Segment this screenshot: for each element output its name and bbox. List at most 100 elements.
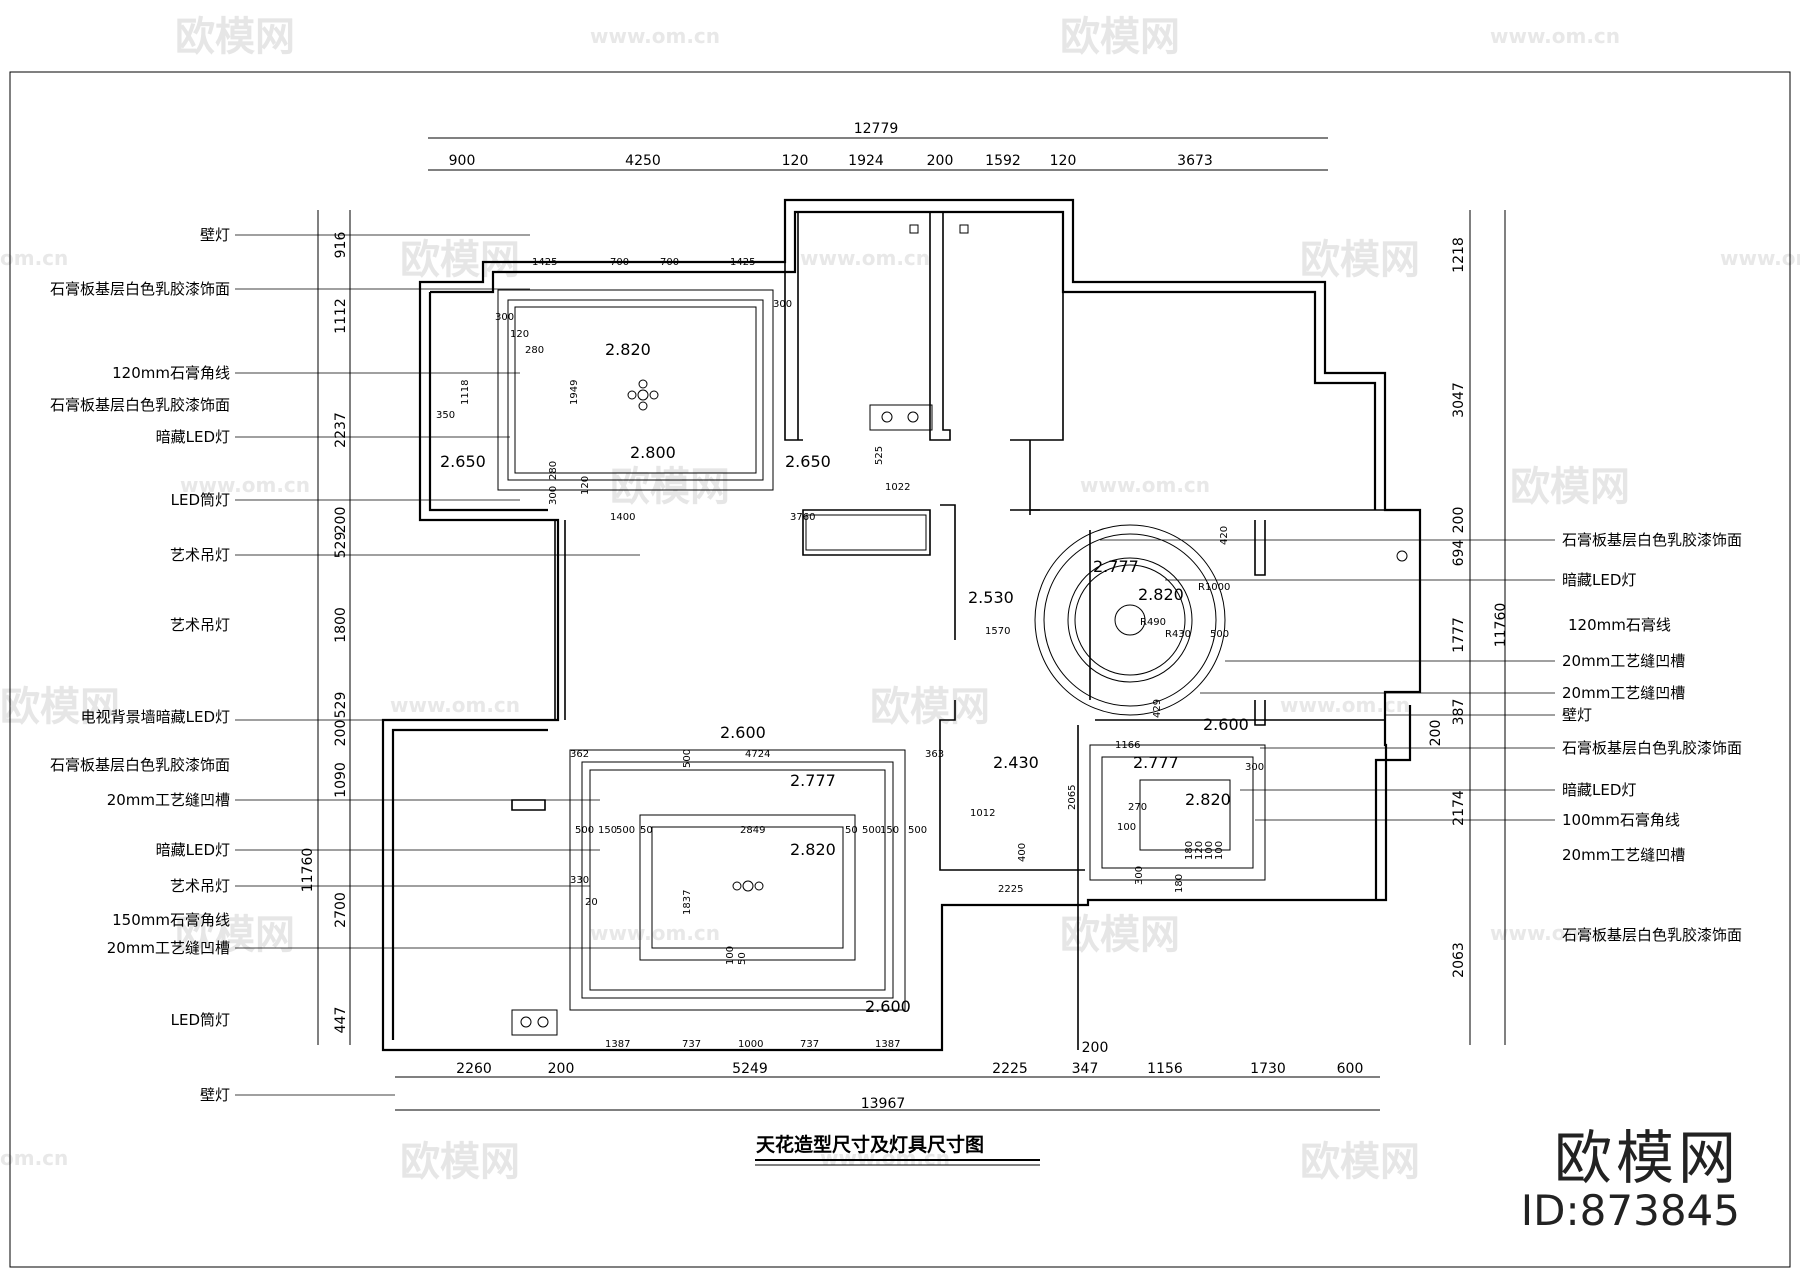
ceiling-level: 2.820 — [1185, 790, 1231, 809]
watermark-logo-row-3: 欧模网 欧模网 www.om.cn www.om.cn — [180, 464, 1630, 510]
ceiling-level: 2.800 — [630, 443, 676, 462]
label-gypsum-cornice: 150mm石膏角线 — [112, 911, 230, 929]
watermark-logo: 欧模网 — [175, 14, 295, 60]
dimension: 200 — [548, 1061, 575, 1077]
dimension: 300 — [495, 312, 514, 323]
dimension: 1425 — [532, 257, 557, 268]
dimension: 429 — [1152, 699, 1163, 718]
dimension: 500 — [862, 825, 881, 836]
dimension-total: 11760 — [300, 848, 316, 893]
dimension: 3047 — [1451, 382, 1467, 418]
label-hidden-led: 暗藏LED灯 — [156, 428, 230, 446]
label-wall-lamp: 壁灯 — [1562, 706, 1592, 724]
dimension: R430 — [1165, 629, 1191, 640]
label-groove: 20mm工艺缝凹槽 — [1562, 846, 1685, 864]
watermark-logo-row-6: 欧模网 欧模网 www.om.cn om.cn — [0, 1139, 1420, 1185]
watermark-url: www.om.cn — [590, 24, 720, 48]
ceiling-level: 2.600 — [720, 723, 766, 742]
downlight-icon — [909, 224, 919, 234]
label-gypsum-finish: 石膏板基层白色乳胶漆饰面 — [50, 396, 230, 414]
brand-id: ID:873845 — [1520, 1185, 1740, 1235]
dimension: 200 — [1451, 507, 1467, 534]
dimension: 1837 — [682, 890, 693, 915]
label-gypsum-cornice: 120mm石膏角线 — [112, 364, 230, 382]
dimension: 500 — [682, 749, 693, 768]
label-gypsum-finish: 石膏板基层白色乳胶漆饰面 — [1562, 739, 1742, 757]
ceiling-level: 2.820 — [790, 840, 836, 859]
watermark-url: www.om.cn — [180, 473, 310, 497]
watermark-logo-row-2: 欧模网 欧模网 www.om.cn www.om.cn om.cn — [0, 237, 1800, 283]
dimension: 600 — [1337, 1061, 1364, 1077]
dimension: 420 — [1219, 526, 1230, 545]
watermark-logo: 欧模网 — [175, 912, 295, 958]
wall-lamp-icon — [1396, 550, 1408, 562]
dimension: 350 — [436, 410, 455, 421]
dimension: 700 — [610, 257, 629, 268]
dimension: 120 — [1194, 841, 1205, 860]
label-gypsum-finish: 石膏板基层白色乳胶漆饰面 — [1562, 926, 1742, 944]
dimension: 1000 — [738, 1039, 763, 1050]
dimension: 180 — [1184, 841, 1195, 860]
dimension: 120 — [510, 329, 529, 340]
dimension: 529 — [333, 692, 349, 719]
label-hidden-led: 暗藏LED灯 — [1562, 781, 1636, 799]
ceiling-level: 2.650 — [440, 452, 486, 471]
dimension: R1000 — [1198, 582, 1230, 593]
dimension: 4250 — [625, 153, 661, 169]
label-hidden-led: 暗藏LED灯 — [156, 841, 230, 859]
dimension: 1112 — [333, 298, 349, 334]
dimension: 1022 — [885, 482, 910, 493]
dimension: 200 — [1082, 1040, 1109, 1056]
label-groove: 20mm工艺缝凹槽 — [1562, 652, 1685, 670]
leader-lines — [235, 234, 1555, 1096]
dimension: 100 — [1214, 841, 1225, 860]
watermark-url: om.cn — [0, 1146, 68, 1170]
drawing-frame — [9, 71, 1791, 1268]
dimension: 1387 — [605, 1039, 630, 1050]
dimension: 150 — [880, 825, 899, 836]
dimension: 50 — [845, 825, 858, 836]
watermark-logo: 欧模网 — [0, 684, 120, 730]
dimension: 280 — [548, 461, 559, 480]
dimension: 694 — [1451, 540, 1467, 567]
dimension-total: 13967 — [861, 1096, 906, 1112]
label-art-pendant: 艺术吊灯 — [170, 616, 230, 634]
sink-icon — [869, 404, 933, 431]
left-annotation-labels: 壁灯 石膏板基层白色乳胶漆饰面 120mm石膏角线 石膏板基层白色乳胶漆饰面 暗… — [50, 226, 230, 1104]
watermark-logo-row-5: 欧模网 欧模网 www.om.cn www.om.cn — [175, 912, 1620, 958]
dimension: 529 — [333, 532, 349, 559]
watermark-layer: 欧模网 欧模网 www.om.cn www.om.cn 欧模网 欧模网 www.… — [0, 14, 1800, 1185]
watermark-url: om.cn — [0, 246, 68, 270]
watermark-logo: 欧模网 — [400, 237, 520, 283]
label-led-downlight: LED筒灯 — [171, 1011, 230, 1029]
dimension: 500 — [1210, 629, 1229, 640]
watermark-url: www.om.cn — [1490, 24, 1620, 48]
dimension: 2174 — [1451, 790, 1467, 826]
watermark-url: www.om.cn — [1490, 921, 1620, 945]
exterior-walls — [381, 198, 1422, 1052]
dimension: 300 — [548, 486, 559, 505]
label-gypsum-finish: 石膏板基层白色乳胶漆饰面 — [1562, 531, 1742, 549]
dimension: 362 — [570, 749, 589, 760]
dimension: 4724 — [745, 749, 770, 760]
dimension: 200 — [927, 153, 954, 169]
label-groove: 20mm工艺缝凹槽 — [1562, 684, 1685, 702]
dimension: 150 — [598, 825, 617, 836]
watermark-url: www.om.cn — [390, 693, 520, 717]
ceiling-level: 2.600 — [865, 997, 911, 1016]
ceiling-recesses — [497, 289, 1266, 1011]
downlight-icon — [959, 224, 969, 234]
label-wall-lamp: 壁灯 — [200, 1086, 230, 1104]
dimension: 2225 — [998, 884, 1023, 895]
interior-walls — [511, 212, 1385, 1050]
dimension: 737 — [682, 1039, 701, 1050]
dimension: 2849 — [740, 825, 765, 836]
dimension: 3760 — [790, 512, 815, 523]
dimension: 330 — [570, 875, 589, 886]
dimension: 347 — [1072, 1061, 1099, 1077]
watermark-url: www.om.cn — [1080, 473, 1210, 497]
dimension: 1012 — [970, 808, 995, 819]
small-dimensions: 1425 700 700 1425 300 120 280 300 1118 3… — [436, 257, 1264, 1050]
ceiling-level: 2.777 — [1093, 557, 1139, 576]
